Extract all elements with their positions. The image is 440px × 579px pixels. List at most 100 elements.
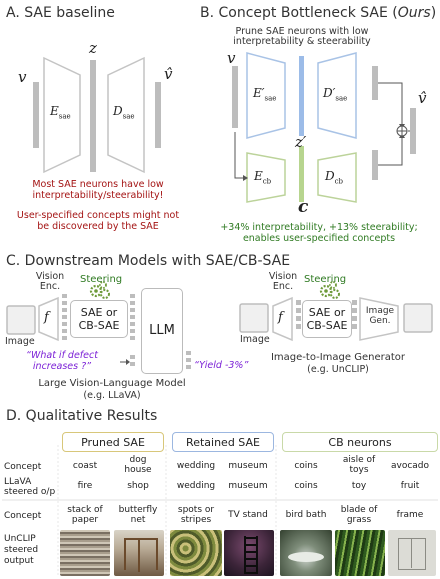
concept2-cell: spots or stripes	[177, 505, 215, 525]
c-right-f-label: f	[278, 310, 283, 325]
c-left-f-label: f	[44, 310, 49, 325]
concept2-cell: blade of grass	[340, 505, 378, 525]
c-right-gen-trapezoid	[359, 297, 399, 341]
c-right-image-out	[403, 303, 433, 333]
concept-cell: coast	[72, 461, 98, 471]
b-zprime-label: z′	[295, 133, 307, 151]
b-vhat-label: v̂	[418, 89, 427, 107]
b-dec-sae-trapezoid	[317, 52, 357, 139]
concept-cell: coins	[294, 461, 318, 471]
c-left-tokens	[62, 294, 191, 369]
a-decoder-trapezoid	[107, 56, 145, 174]
b-final-out-bar	[410, 108, 416, 154]
a-decoder-label: Dsae	[113, 104, 135, 121]
c-right-caption: Image-to-Image Generator	[270, 352, 406, 363]
unclip-output-image	[335, 530, 385, 576]
c-left-answer: “Yield -3%”	[194, 360, 249, 371]
c-right-tokens	[296, 300, 357, 329]
unclip-output-image	[170, 530, 222, 576]
c-right-f-trapezoid	[272, 296, 293, 342]
row-label-unclip: UnCLIP steered output	[4, 534, 39, 566]
c-left-vision-enc: Vision Enc.	[35, 271, 65, 293]
row-label-concept: Concept	[4, 462, 42, 472]
c-left-steering: Steering	[80, 274, 123, 285]
concept-cell: aisle of toys	[342, 455, 376, 475]
section-d-title: D. Qualitative Results	[6, 408, 158, 424]
b-input-bar	[232, 66, 238, 128]
a-z-label: z	[89, 39, 97, 57]
unclip-output-image	[388, 530, 436, 576]
concept-cell: avocado	[390, 461, 430, 471]
c-right-image-in	[239, 303, 269, 333]
a-output-bar	[155, 82, 161, 148]
a-note-concepts: User-specified concepts might not be dis…	[16, 210, 180, 232]
group-retained-sae: Retained SAE	[172, 432, 274, 452]
c-left-image	[6, 305, 36, 335]
a-input-bar	[33, 82, 39, 148]
a-vhat-label: v̂	[164, 65, 173, 83]
llava-output-cell: fruit	[400, 481, 420, 491]
c-left-image-label: Image	[5, 336, 35, 347]
a-latent-bar	[90, 60, 96, 172]
llava-output-cell: coins	[294, 481, 318, 491]
a-encoder-trapezoid	[43, 56, 81, 174]
c-right-sae-box: SAE or CB-SAE	[302, 300, 352, 338]
a-v-label: v	[18, 68, 27, 86]
c-right-caption-example: (e.g. UnCLIP)	[307, 364, 369, 375]
a-encoder-label: Esae	[50, 104, 71, 121]
group-pruned-sae: Pruned SAE	[62, 432, 164, 452]
b-concept-bar	[299, 146, 304, 202]
section-b-title: B. Concept Bottleneck SAE (Ours)	[200, 5, 437, 21]
b-c-label: c	[298, 197, 309, 217]
concept-cell: museum	[228, 461, 268, 471]
b-gain-note: +34% interpretability, +13% steerability…	[220, 222, 418, 245]
section-a-title: A. SAE baseline	[6, 5, 115, 21]
b-enc-sae-label: E′sae	[253, 86, 277, 103]
a-note-interpretability: Most SAE neurons have low interpretabili…	[32, 179, 164, 201]
row-label-concept2: Concept	[4, 511, 42, 521]
concept-cell: wedding	[176, 461, 216, 471]
b-latent-bar	[299, 56, 304, 136]
concept2-cell: bird bath	[285, 510, 327, 520]
c-left-llm-box: LLM	[141, 288, 183, 374]
llava-output-cell: shop	[127, 481, 149, 491]
concept-cell: dog house	[124, 455, 152, 475]
concept2-cell: TV stand	[228, 510, 268, 520]
b-prune-note: Prune SAE neurons with low interpretabil…	[233, 26, 371, 48]
c-right-image-label: Image	[240, 334, 270, 345]
section-c-title: C. Downstream Models with SAE/CB-SAE	[6, 253, 291, 269]
b-v-label: v	[227, 49, 236, 67]
b-enc-cb-label: Ecb	[254, 169, 272, 186]
b-cb-out-bar	[372, 150, 378, 180]
unclip-output-image	[280, 530, 332, 576]
concept2-cell: frame	[396, 510, 424, 520]
concept2-cell: stack of paper	[67, 505, 103, 525]
unclip-output-image	[114, 530, 164, 576]
llava-output-cell: toy	[351, 481, 367, 491]
b-enc-sae-trapezoid	[246, 52, 286, 139]
c-left-caption: Large Vision-Language Model	[38, 378, 186, 389]
c-right-gen-label: Image Gen.	[365, 306, 395, 326]
b-dec-cb-label: Dcb	[325, 169, 344, 186]
gear-icon-left	[89, 281, 110, 299]
row-label-llava: LLaVA steered o/p	[4, 477, 56, 498]
b-dec-sae-label: D′sae	[323, 86, 348, 103]
c-left-f-trapezoid	[38, 296, 59, 342]
llava-output-cell: fire	[77, 481, 93, 491]
unclip-output-image	[60, 530, 110, 576]
gear-icon-right	[319, 281, 340, 299]
c-left-sae-box: SAE or CB-SAE	[70, 300, 128, 338]
concept2-cell: butterfly net	[118, 505, 158, 525]
b-enc-cb-trapezoid	[246, 152, 286, 203]
b-sae-out-bar	[372, 66, 378, 100]
group-cb-neurons: CB neurons	[282, 432, 438, 452]
c-left-question: “What if defect increases ?”	[26, 350, 98, 372]
llava-output-cell: museum	[228, 481, 268, 491]
c-left-caption-example: (e.g. LLaVA)	[83, 390, 141, 401]
b-dec-cb-trapezoid	[317, 152, 357, 203]
llava-output-cell: wedding	[176, 481, 216, 491]
unclip-output-image	[224, 530, 274, 576]
c-right-vision-enc: Vision Enc.	[268, 271, 298, 293]
c-right-steering: Steering	[304, 274, 347, 285]
